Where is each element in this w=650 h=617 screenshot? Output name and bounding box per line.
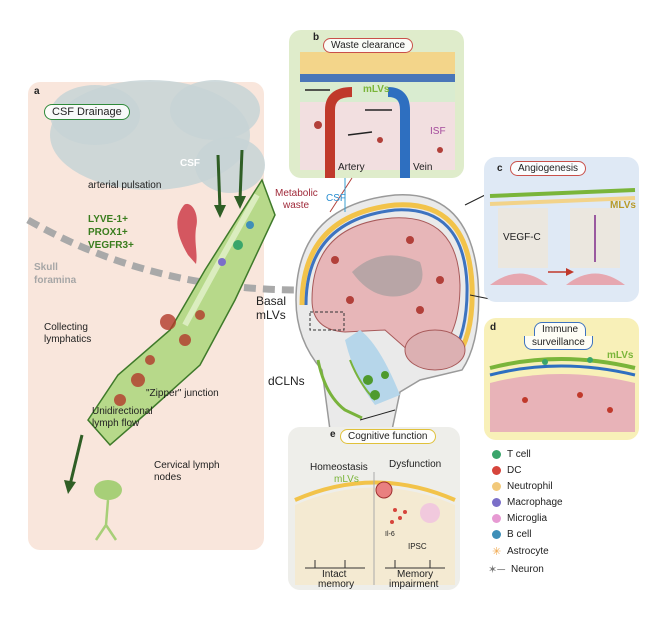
metabolic-label: Metabolic — [275, 188, 318, 199]
vessel-right — [566, 273, 625, 285]
neurons — [305, 560, 445, 569]
marker-prox1: PROX1+ — [88, 227, 128, 238]
collecting-label: Collecting — [44, 322, 88, 333]
lymph-node — [94, 480, 122, 500]
dysfunction-node — [375, 481, 393, 499]
panel-c-mlvs: MLVs — [610, 200, 636, 211]
homeostasis-label: Homeostasis — [310, 462, 368, 473]
cervical-label: Cervical lymph — [154, 460, 220, 471]
lymph-flow-label: lymph flow — [92, 418, 140, 429]
panel-d-letter: d — [490, 322, 497, 333]
neuron-icon: ✶─ — [488, 564, 506, 576]
unidirectional-label: Unidirectional — [92, 406, 153, 417]
brain-tissue — [490, 374, 635, 432]
artery-vessel — [325, 87, 353, 178]
foramina-label: foramina — [34, 275, 77, 286]
panel-e-title: Cognitive function — [340, 429, 436, 444]
panel-e-mlvs: mLVs — [334, 474, 359, 485]
il6-label: Il-6 — [385, 531, 395, 538]
csf-label: CSF — [180, 158, 200, 169]
marker-vegfr3: VEGFR3+ — [88, 240, 134, 251]
basal-mlvs-label: mLVs — [256, 308, 286, 322]
meninges-layer — [300, 52, 455, 74]
panel-d-title-1: Immune — [534, 322, 587, 336]
legend-microglia: Microglia — [492, 513, 547, 524]
intact-label: Intact — [322, 569, 347, 580]
dcln-nodes — [363, 371, 389, 400]
panel-a-letter: a — [34, 86, 40, 97]
dc-icon — [492, 466, 501, 475]
legend-astrocyte: ✳ Astrocyte — [492, 546, 549, 558]
nodes-label: nodes — [154, 472, 182, 483]
vein-label: Vein — [413, 162, 433, 173]
basal-box — [309, 311, 345, 331]
legend-neuron: ✶─ Neuron — [488, 564, 544, 576]
macrophage-icon — [492, 498, 501, 507]
lymphatics-label: lymphatics — [44, 334, 92, 345]
legend-dc: DC — [492, 465, 521, 476]
panel-c-title: Angiogenesis — [510, 161, 587, 176]
astrocyte-icon: ✳ — [492, 546, 502, 558]
arterial-pulsation-label: arterial pulsation — [88, 180, 162, 191]
microglia-icon — [492, 514, 501, 523]
dysfunction-label: Dysfunction — [389, 459, 442, 470]
impairment-label: impairment — [389, 579, 439, 590]
center-csf-label: CSF — [326, 193, 346, 204]
isf-label: ISF — [430, 126, 446, 137]
arterial-vessel — [177, 203, 197, 264]
panel-b-title: Waste clearance — [323, 38, 414, 53]
panel-e-letter: e — [330, 429, 336, 440]
basal-mlvs — [316, 359, 363, 420]
legend-macrophage: Macrophage — [492, 497, 563, 508]
t-cell-icon — [492, 450, 501, 459]
waste-label: waste — [283, 200, 310, 211]
panel-a-title: CSF Drainage — [44, 104, 130, 120]
panel-c-letter: c — [497, 163, 503, 174]
skull-line — [26, 216, 301, 294]
ipsc-label: IPSC — [408, 542, 427, 551]
memory-imp-label: Memory — [397, 569, 434, 580]
vessel-left — [490, 273, 548, 285]
zipper-junctions — [114, 310, 205, 406]
cortex-tissue — [295, 487, 455, 585]
skull-label: Skull — [34, 262, 58, 273]
panel-d-mlvs: mLVs — [607, 350, 634, 361]
panel-d-title-2: surveillance — [524, 336, 593, 350]
flow-arrows — [68, 149, 244, 486]
basal-label: Basal — [256, 294, 287, 308]
marker-lyve1: LYVE-1+ — [88, 214, 128, 225]
legend-b-cell: B cell — [492, 529, 531, 540]
legend-t-cell: T cell — [492, 449, 531, 460]
panel-b-mlvs: mLVs — [363, 84, 390, 95]
dclns-label: dCLNs — [268, 374, 305, 388]
vein-vessel — [387, 87, 410, 178]
memory-label: memory — [318, 579, 355, 590]
neutrophil-icon — [492, 482, 501, 491]
vegfc-label: VEGF-C — [503, 232, 541, 243]
zipper-label: "Zipper" junction — [146, 388, 219, 399]
legend-neutrophil: Neutrophil — [492, 481, 553, 492]
artery-label: Artery — [338, 162, 365, 173]
panel-b-letter: b — [313, 32, 320, 43]
b-cell-icon — [492, 530, 501, 539]
